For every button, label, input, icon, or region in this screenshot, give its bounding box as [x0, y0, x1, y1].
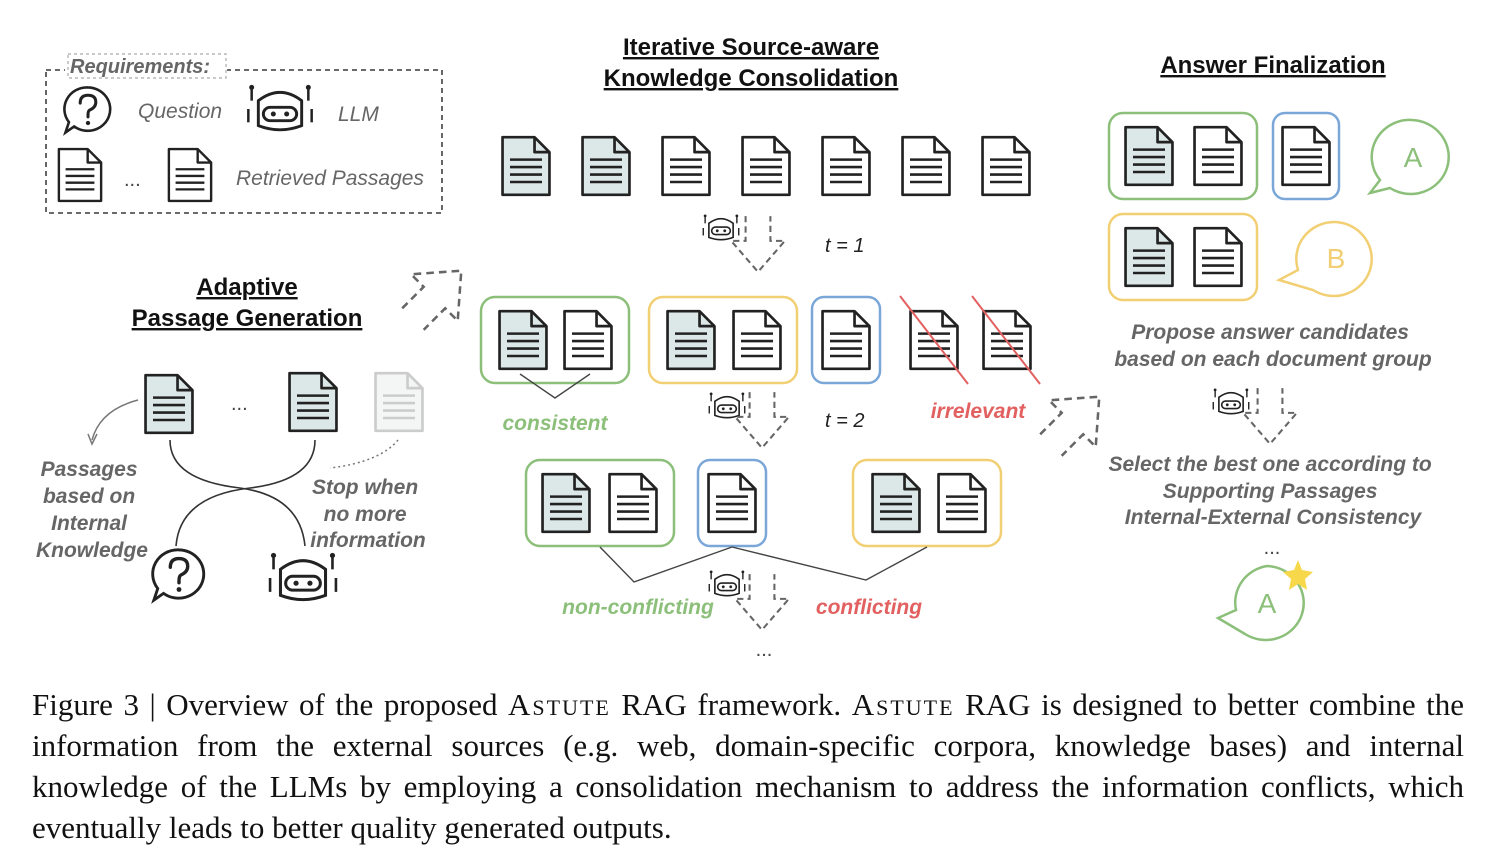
document-icon [288, 371, 338, 433]
document-icon [707, 472, 757, 534]
document-icon [167, 147, 213, 203]
orange-group [1107, 212, 1259, 302]
blue-group [696, 458, 768, 548]
caption-method-name: Astute [508, 687, 611, 722]
document-icon [741, 135, 791, 197]
passages-label: Retrieved Passages [236, 167, 424, 190]
robot-icon [1212, 388, 1250, 415]
adaptive-title-line1: Adaptive [196, 274, 297, 301]
select-note: Select the best one according to Support… [1108, 453, 1437, 529]
figure-caption: Figure 3 | Overview of the proposed Astu… [32, 684, 1464, 848]
document-icon [821, 309, 871, 371]
orange-group [647, 295, 799, 385]
robot-icon [268, 552, 338, 602]
caption-method-name: Astute [851, 687, 955, 722]
robot-icon [708, 392, 746, 419]
passages-internal-note: Passages based on Internal Knowledge [36, 458, 148, 562]
caption-text: Figure 3 | Overview of the proposed [32, 687, 509, 722]
question-icon [150, 548, 206, 602]
requirements-title: Requirements: [70, 56, 210, 78]
step-t2: t = 2 [825, 410, 864, 432]
step-t1: t = 1 [825, 235, 864, 257]
question-icon [62, 85, 112, 135]
document-icon [1193, 125, 1243, 187]
document-icon [563, 309, 613, 371]
iterative-title-line2: Knowledge Consolidation [604, 65, 899, 92]
star-icon [1283, 560, 1313, 590]
answer-b-label: B [1327, 243, 1346, 274]
robot-icon [708, 570, 746, 597]
document-icon [501, 135, 551, 197]
green-group [1107, 111, 1259, 201]
document-icon [1193, 226, 1243, 288]
caption-text: RAG framework. [610, 687, 852, 722]
dashed-arrow-icon [730, 214, 786, 273]
document-icon [821, 135, 871, 197]
consistent-label: consistent [502, 412, 608, 435]
non-conflicting-label: non-conflicting [562, 596, 714, 619]
document-icon [1281, 125, 1331, 187]
blue-group [1271, 111, 1341, 201]
consistent-group [479, 295, 631, 385]
document-icon [661, 135, 711, 197]
llm-label: LLM [338, 103, 379, 126]
irrelevant-label: irrelevant [931, 400, 1027, 423]
answer-a-label: A [1404, 142, 1423, 173]
document-icon [1124, 226, 1174, 288]
final-title: Answer Finalization [1160, 52, 1385, 79]
ellipsis: ... [756, 639, 773, 661]
green-group [524, 458, 676, 548]
document-icon [1124, 125, 1174, 187]
requirements-box [45, 69, 443, 214]
question-label: Question [138, 100, 222, 123]
dashed-arrow-icon [388, 246, 486, 344]
ellipsis: ... [1264, 537, 1281, 559]
document-icon [541, 472, 591, 534]
final-answer-label: A [1258, 588, 1277, 619]
ellipsis: ... [124, 169, 141, 191]
document-icon [981, 135, 1031, 197]
conflicting-label: conflicting [816, 596, 922, 619]
dashed-arrow-icon [734, 572, 790, 631]
robot-icon [246, 84, 314, 132]
document-icon [608, 472, 658, 534]
blue-group [810, 295, 882, 385]
answer-a-bubble-icon [1366, 118, 1450, 196]
orange-group [851, 458, 1003, 548]
document-icon [901, 135, 951, 197]
document-icon [871, 472, 921, 534]
dashed-arrow-icon [1242, 387, 1298, 445]
stop-condition-note: Stop when no more information [310, 476, 426, 552]
ellipsis: ... [231, 393, 248, 415]
faded-document-icon [374, 371, 424, 433]
adaptive-title-line2: Passage Generation [132, 305, 363, 332]
answer-b-bubble-icon [1275, 220, 1373, 298]
iterative-title-line1: Iterative Source-aware [623, 34, 879, 61]
document-icon [732, 309, 782, 371]
robot-icon [702, 214, 740, 241]
caption-text: RAG is designed to better combine the in… [32, 687, 1464, 845]
document-icon [666, 309, 716, 371]
document-icon [57, 147, 103, 203]
propose-note: Propose answer candidates based on each … [1114, 321, 1432, 371]
document-icon [581, 135, 631, 197]
document-icon [144, 373, 194, 435]
framework-diagram: Requirements: Question LLM ... Retrieved… [36, 34, 1450, 661]
document-icon [937, 472, 987, 534]
document-icon [498, 309, 548, 371]
